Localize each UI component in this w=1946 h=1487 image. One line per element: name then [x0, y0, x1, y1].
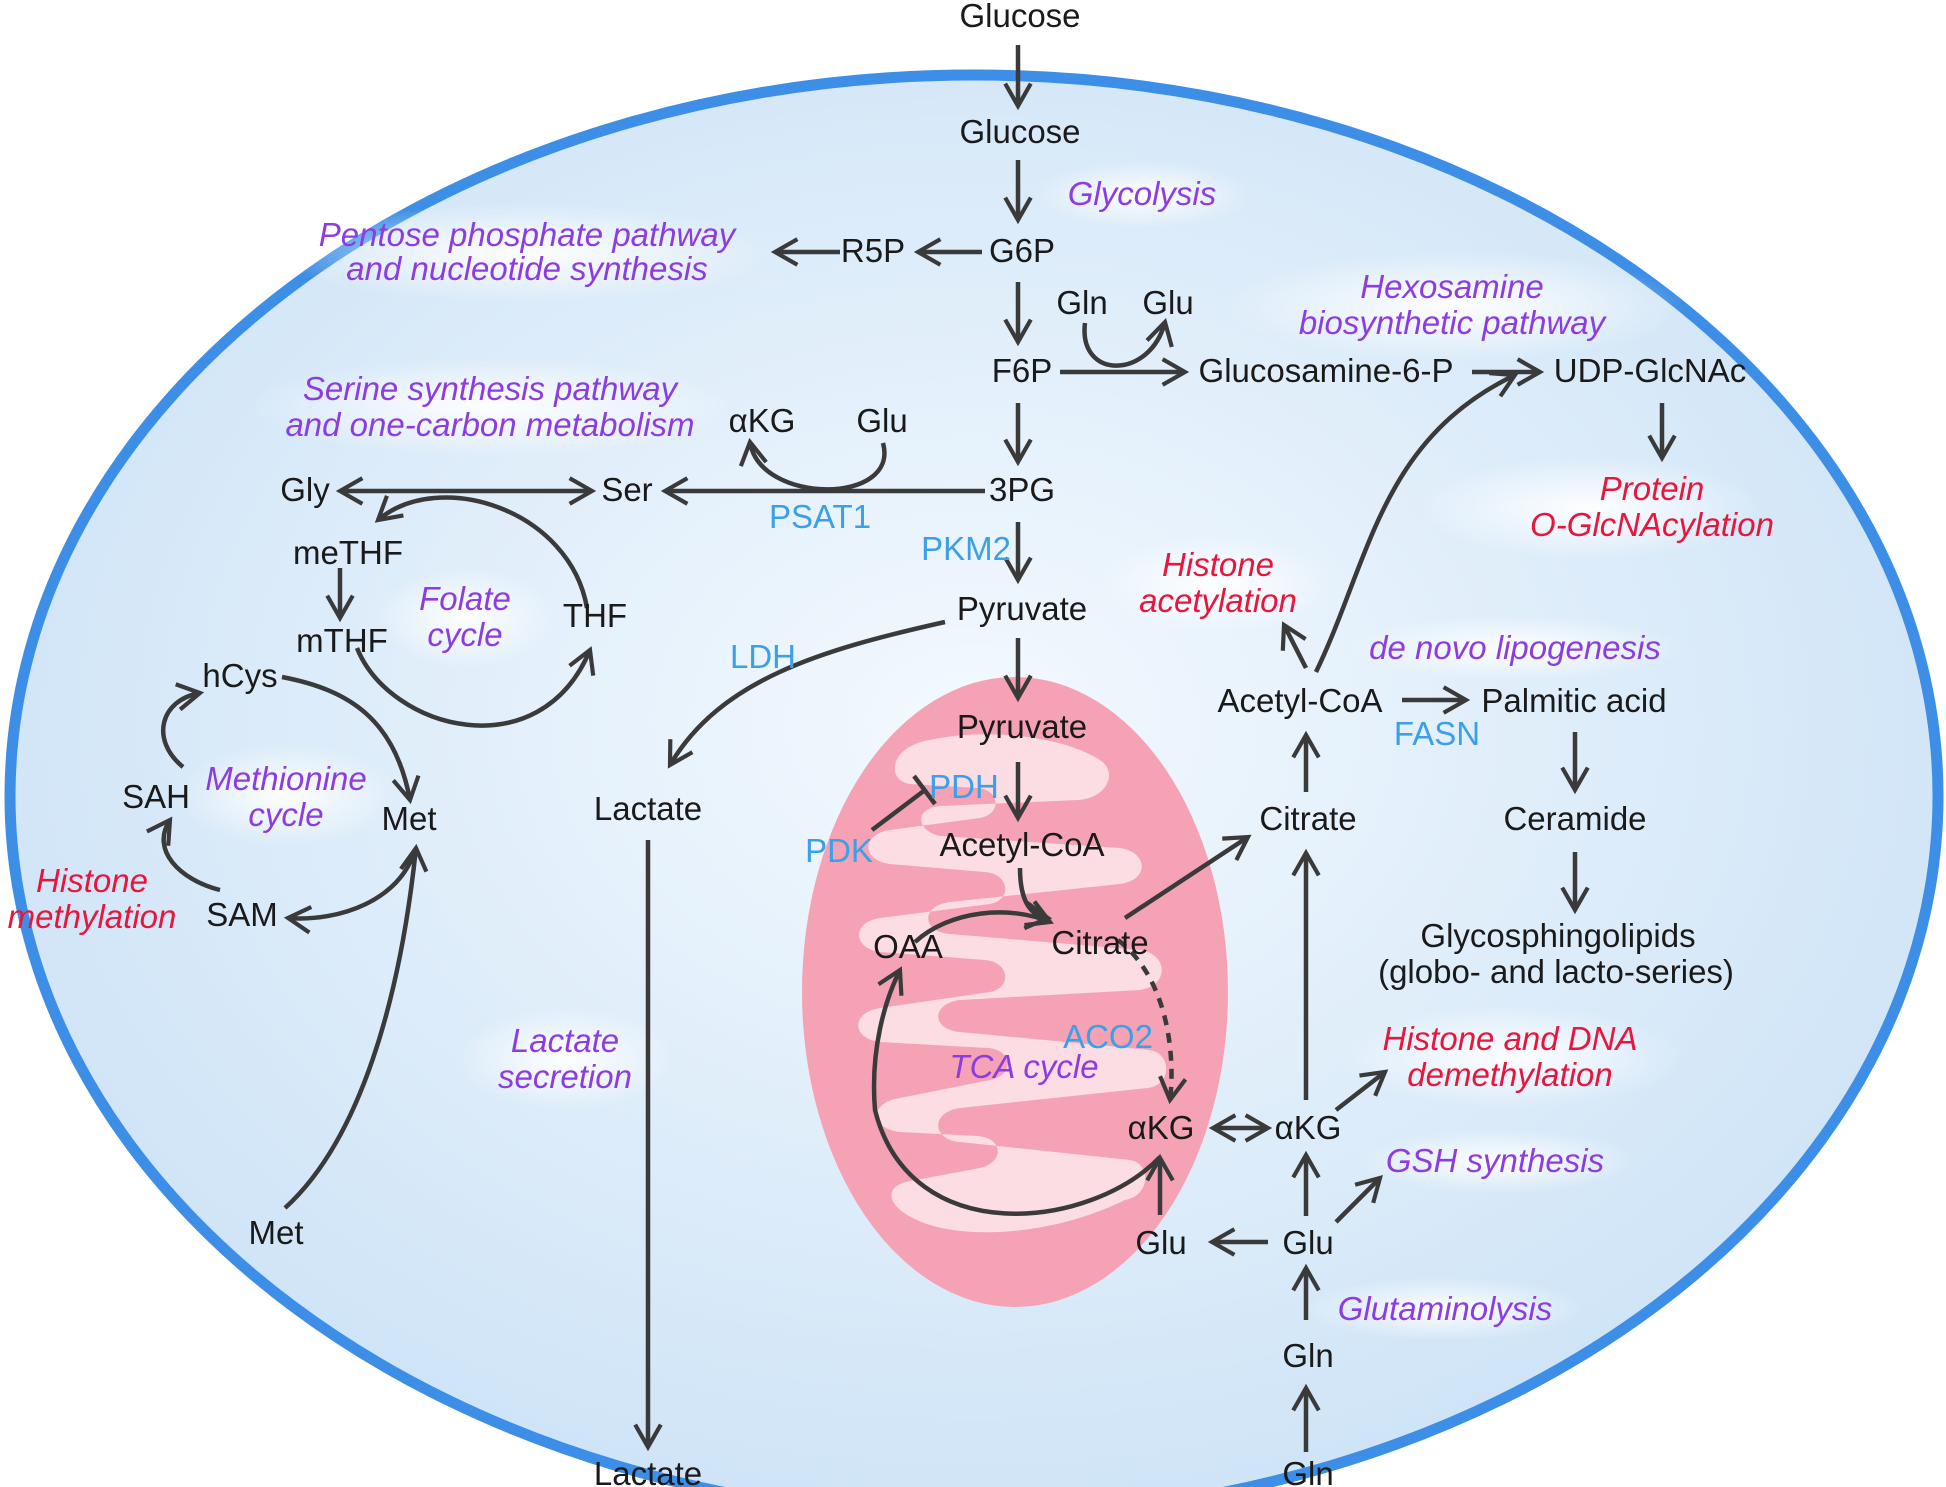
metabolite-gly: Gly — [280, 471, 330, 508]
enzyme-pkm2: PKM2 — [921, 530, 1011, 567]
metabolite-oaa: OAA — [873, 928, 943, 965]
metabolite-r5p: R5P — [841, 232, 905, 269]
metabolite-hcys: hCys — [202, 657, 277, 694]
metabolite-citrate: Citrate — [1259, 800, 1356, 837]
metabolite-glycosphingolipids: Glycosphingolipids — [1420, 917, 1695, 954]
metabolite-g6p: G6P — [989, 232, 1055, 269]
enzyme-pdk: PDK — [805, 832, 873, 869]
metabolite-sam: SAM — [206, 896, 278, 933]
pathway-lactate-line1: Lactate — [511, 1022, 619, 1059]
metabolite-gln-hbp: Gln — [1056, 284, 1107, 321]
metabolite-met-extracellular: Met — [248, 1214, 303, 1251]
metabolite-pyruvate-mito: Pyruvate — [957, 708, 1087, 745]
metabolite-sah: SAH — [122, 778, 190, 815]
pathway-ppp-line2: and nucleotide synthesis — [346, 250, 707, 287]
pathway-lipogenesis: de novo lipogenesis — [1369, 629, 1661, 666]
metabolite-methf: meTHF — [293, 534, 403, 571]
metabolite-akg: αKG — [1275, 1109, 1342, 1146]
metabolite-acetylcoa-mito: Acetyl-CoA — [939, 826, 1104, 863]
mitochondrion — [802, 677, 1228, 1307]
outcome-histone-acetylation-line1: Histone — [1162, 546, 1274, 583]
pathway-gsh: GSH synthesis — [1386, 1142, 1604, 1179]
metabolite-acetylcoa: Acetyl-CoA — [1217, 682, 1382, 719]
metabolite-glu-mito: Glu — [1135, 1224, 1186, 1261]
metabolite-met: Met — [381, 800, 436, 837]
metabolite-citrate-mito: Citrate — [1051, 924, 1148, 961]
outcome-demethylation-line2: demethylation — [1407, 1056, 1612, 1093]
metabolite-glucose-extracellular: Glucose — [959, 0, 1080, 34]
pathway-hbp-line2: biosynthetic pathway — [1299, 304, 1608, 341]
metabolite-udp-glcnac: UDP-GlcNAc — [1554, 352, 1747, 389]
outcome-histone-acetylation-line2: acetylation — [1139, 582, 1297, 619]
metabolite-akg-mito: αKG — [1128, 1109, 1195, 1146]
pathway-labels: Glycolysis Pentose phosphate pathway and… — [205, 175, 1661, 1327]
outcome-o-glcnac-line2: O-GlcNAcylation — [1530, 506, 1774, 543]
enzyme-aco2: ACO2 — [1063, 1018, 1153, 1055]
metabolite-glu-serine: Glu — [856, 402, 907, 439]
pathway-folate-line1: Folate — [419, 580, 511, 617]
metabolite-ceramide: Ceramide — [1503, 800, 1646, 837]
metabolite-lactate: Lactate — [594, 790, 702, 827]
enzyme-labels: PSAT1 PKM2 LDH PDH PDK FASN ACO2 — [730, 498, 1480, 1055]
pathway-tca: TCA cycle — [949, 1048, 1098, 1085]
mitochondrion-cristae — [858, 734, 1167, 1233]
arrows — [146, 45, 1677, 1452]
metabolite-glucosamine-6-p: Glucosamine-6-P — [1199, 352, 1454, 389]
pathway-serine-line2: and one-carbon metabolism — [285, 406, 694, 443]
metabolite-glucose: Glucose — [959, 113, 1080, 150]
epigenetic-labels: Protein O-GlcNAcylation Histone acetylat… — [8, 470, 1774, 1093]
outcome-histone-methylation-line1: Histone — [36, 862, 148, 899]
enzyme-pdh: PDH — [929, 768, 999, 805]
metabolite-mthf: mTHF — [296, 622, 388, 659]
metabolite-3pg: 3PG — [989, 471, 1055, 508]
label-glows — [176, 161, 1758, 1341]
pathway-methionine-line1: Methionine — [205, 760, 366, 797]
metabolite-pyruvate: Pyruvate — [957, 590, 1087, 627]
metabolite-lactate-extracellular: Lactate — [594, 1455, 702, 1487]
pathway-folate-line2: cycle — [427, 616, 502, 653]
metabolite-thf: THF — [563, 597, 627, 634]
pathway-methionine-line2: cycle — [248, 796, 323, 833]
metabolite-glu: Glu — [1282, 1224, 1333, 1261]
outcome-demethylation-line1: Histone and DNA — [1383, 1020, 1638, 1057]
metabolite-akg-serine: αKG — [729, 402, 796, 439]
pathway-serine-line1: Serine synthesis pathway — [303, 370, 680, 407]
metabolite-gln-extracellular: Gln — [1282, 1455, 1333, 1487]
enzyme-ldh: LDH — [730, 638, 796, 675]
metabolite-ser: Ser — [601, 471, 652, 508]
enzyme-psat1: PSAT1 — [769, 498, 871, 535]
outcome-histone-methylation-line2: methylation — [8, 898, 177, 935]
pathway-lactate-line2: secretion — [498, 1058, 632, 1095]
metabolite-palmitic-acid: Palmitic acid — [1481, 682, 1666, 719]
metabolite-f6p: F6P — [992, 352, 1053, 389]
pathway-glycolysis: Glycolysis — [1068, 175, 1217, 212]
enzyme-fasn: FASN — [1394, 715, 1480, 752]
outcome-o-glcnac-line1: Protein — [1600, 470, 1705, 507]
metabolite-glycosphingolipids-series: (globo- and lacto-series) — [1378, 953, 1734, 990]
pathway-glutaminolysis: Glutaminolysis — [1338, 1290, 1553, 1327]
metabolite-glu-hbp: Glu — [1142, 284, 1193, 321]
pathway-ppp-line1: Pentose phosphate pathway — [319, 216, 738, 253]
metabolite-labels: Glucose Glucose G6P R5P F6P Gln Glu Gluc… — [122, 0, 1746, 1487]
metabolite-gln: Gln — [1282, 1337, 1333, 1374]
pathway-hbp-line1: Hexosamine — [1360, 268, 1543, 305]
